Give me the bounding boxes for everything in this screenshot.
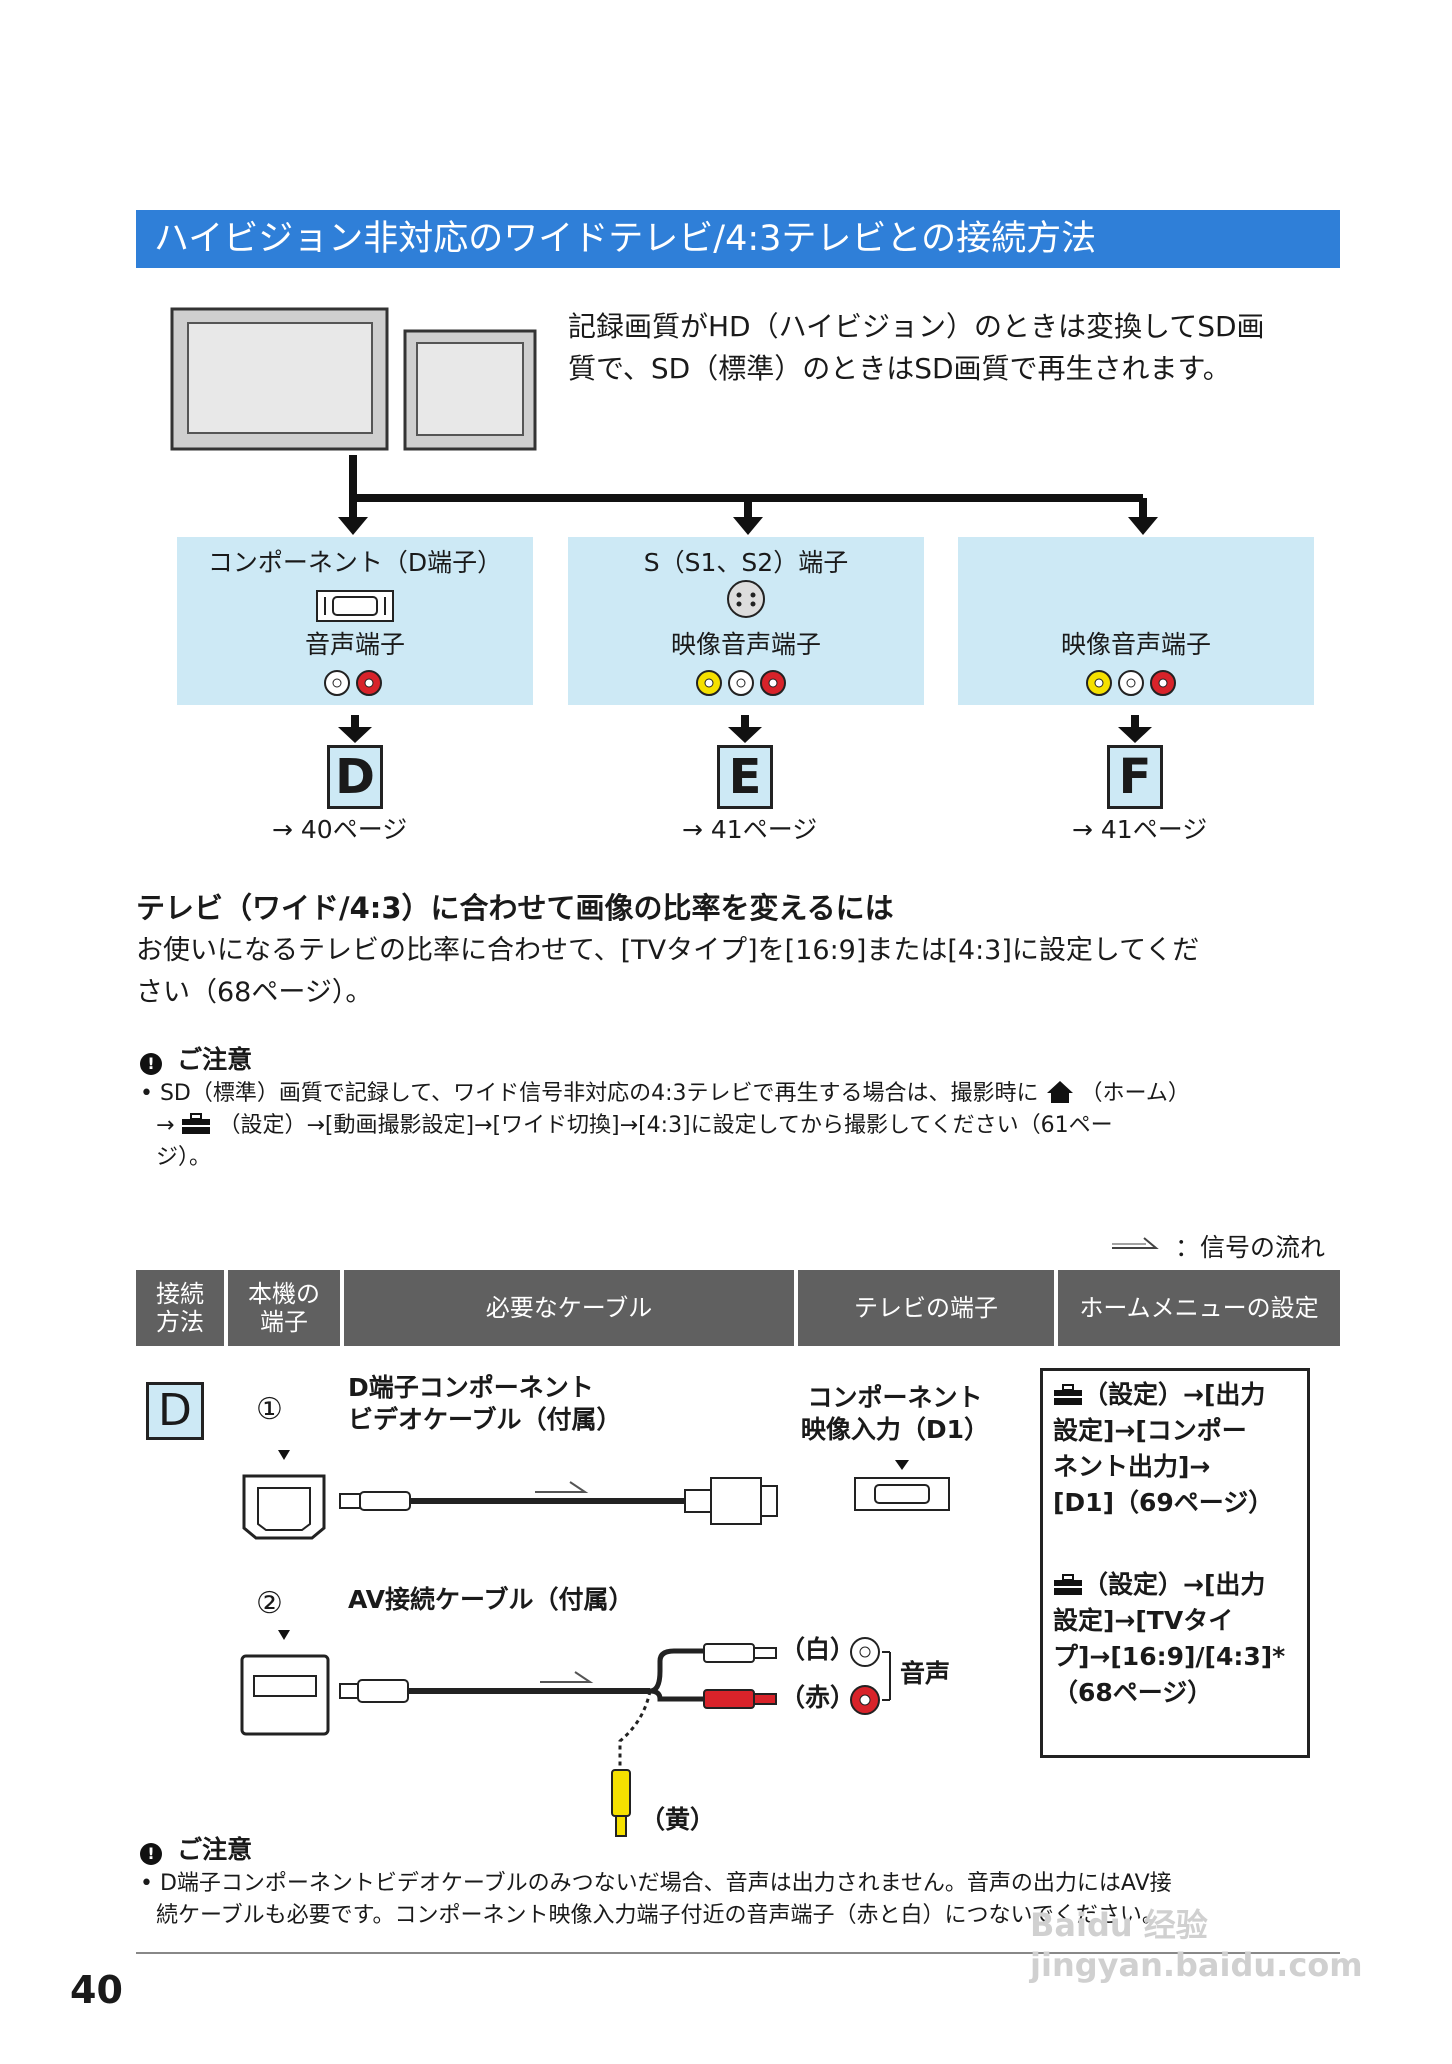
panel-top-label: S（S1、S2）端子 <box>643 548 849 577</box>
audio-jacks-icon <box>324 670 382 696</box>
footer-rule <box>136 1952 1340 1954</box>
signal-flow-icon <box>1112 1237 1159 1249</box>
watermark: Baidu 经验 jingyan.baidu.com <box>1030 1906 1363 1984</box>
note-1-heading: ! ご注意 <box>140 1040 252 1076</box>
panel-composite: 映像音声端子 <box>958 537 1314 705</box>
caution-icon: ! <box>140 1842 162 1865</box>
audio-label: 音声 <box>900 1659 951 1688</box>
subheading: テレビ（ワイド/4:3）に合わせて画像の比率を変えるには <box>136 891 894 925</box>
standard-tv-illustration <box>403 329 537 451</box>
wide-tv-illustration <box>170 307 389 451</box>
caution-icon: ! <box>140 1052 162 1075</box>
body-text: お使いになるテレビの比率に合わせて、[TVタイプ]を[16:9]または[4:3]… <box>136 930 1336 1014</box>
tv-terminal-label: コンポーネント 映像入力（D1） <box>800 1383 990 1444</box>
panel-s-video: S（S1、S2）端子 映像音声端子 <box>568 537 924 705</box>
signal-flow-legend: ：信号の流れ <box>1175 1233 1326 1262</box>
header-tv-terminal: テレビの端子 <box>798 1270 1054 1346</box>
panel-bottom-label: 映像音声端子 <box>1060 630 1211 659</box>
intro-line-1: 記録画質がHD（ハイビジョン）のときは変換してSD画 <box>568 310 1265 343</box>
panel-component: コンポーネント（D端子） 音声端子 <box>177 537 533 705</box>
page-ref-e[interactable]: → 41ページ <box>682 815 818 844</box>
red-plug-label: （赤） <box>780 1683 856 1712</box>
toolbox-icon <box>1054 1384 1082 1405</box>
section-title: ハイビジョン非対応のワイドテレビ/4:3テレビとの接続方法 <box>136 210 1340 268</box>
row-method-d[interactable]: D <box>146 1382 204 1440</box>
header-cable: 必要なケーブル <box>344 1270 794 1346</box>
s-video-icon <box>727 580 765 618</box>
note-2-text: • D端子コンポーネントビデオケーブルのみつないだ場合、音声は出力されません。音… <box>140 1871 1172 1928</box>
down-arrows <box>338 715 1152 743</box>
home-menu-settings-box: （設定）→[出力 設定]→[コンポー ネント出力]→ [D1]（69ページ） （… <box>1040 1368 1310 1758</box>
d-component-cable-illustration <box>242 1450 950 1540</box>
method-e-label[interactable]: E <box>717 745 773 809</box>
panel-bottom-label: 映像音声端子 <box>670 630 821 659</box>
body-line-2: さい（68ページ）。 <box>136 977 373 1008</box>
yellow-plug-label: （黄） <box>640 1805 716 1834</box>
d-terminal-icon <box>316 590 394 622</box>
toolbox-icon <box>1054 1574 1082 1595</box>
av-jacks-icon <box>696 670 786 696</box>
settings-1: （設定）→[出力 設定]→[コンポー ネント出力]→ [D1]（69ページ） <box>1053 1380 1274 1517</box>
cable-number-2: ② <box>256 1586 283 1621</box>
cable-1-label: D端子コンポーネント ビデオケーブル（付属） <box>348 1373 622 1434</box>
av-cable-illustration <box>240 1630 891 1837</box>
toolbox-icon <box>182 1113 211 1134</box>
method-d-label[interactable]: D <box>327 745 383 809</box>
page-ref-d[interactable]: → 40ページ <box>272 815 408 844</box>
page-ref-f[interactable]: → 41ページ <box>1072 815 1208 844</box>
panel-top-label: コンポーネント（D端子） <box>207 548 503 577</box>
av-jacks-icon <box>1086 670 1176 696</box>
body-line-1: お使いになるテレビの比率に合わせて、[TVタイプ]を[16:9]または[4:3]… <box>136 935 1200 966</box>
cable-number-1: ① <box>256 1392 283 1427</box>
home-icon <box>1046 1081 1073 1103</box>
note-1-text: • SD（標準）画質で記録して、ワイド信号非対応の4:3テレビで再生する場合は、… <box>140 1081 1190 1170</box>
intro-line-2: 質で、SD（標準）のときはSD画質で再生されます。 <box>568 352 1231 385</box>
tv-connection-diagram <box>170 307 1158 535</box>
method-f-label[interactable]: F <box>1107 745 1163 809</box>
header-method: 接続 方法 <box>136 1270 224 1346</box>
white-plug-label: （白） <box>780 1635 856 1664</box>
header-device-terminal: 本機の 端子 <box>228 1270 340 1346</box>
note-2-heading: ! ご注意 <box>140 1830 252 1866</box>
settings-2: （設定）→[出力 設定]→[TVタイ プ]→[16:9]/[4:3]* （68ペ… <box>1053 1570 1286 1707</box>
page-number: 40 <box>70 1968 123 2012</box>
panel-bottom-label: 音声端子 <box>304 630 405 659</box>
header-home-menu: ホームメニューの設定 <box>1058 1270 1340 1346</box>
intro-text: 記録画質がHD（ハイビジョン）のときは変換してSD画 質で、SD（標準）のときは… <box>568 306 1328 390</box>
cable-2-label: AV接続ケーブル（付属） <box>348 1585 634 1614</box>
